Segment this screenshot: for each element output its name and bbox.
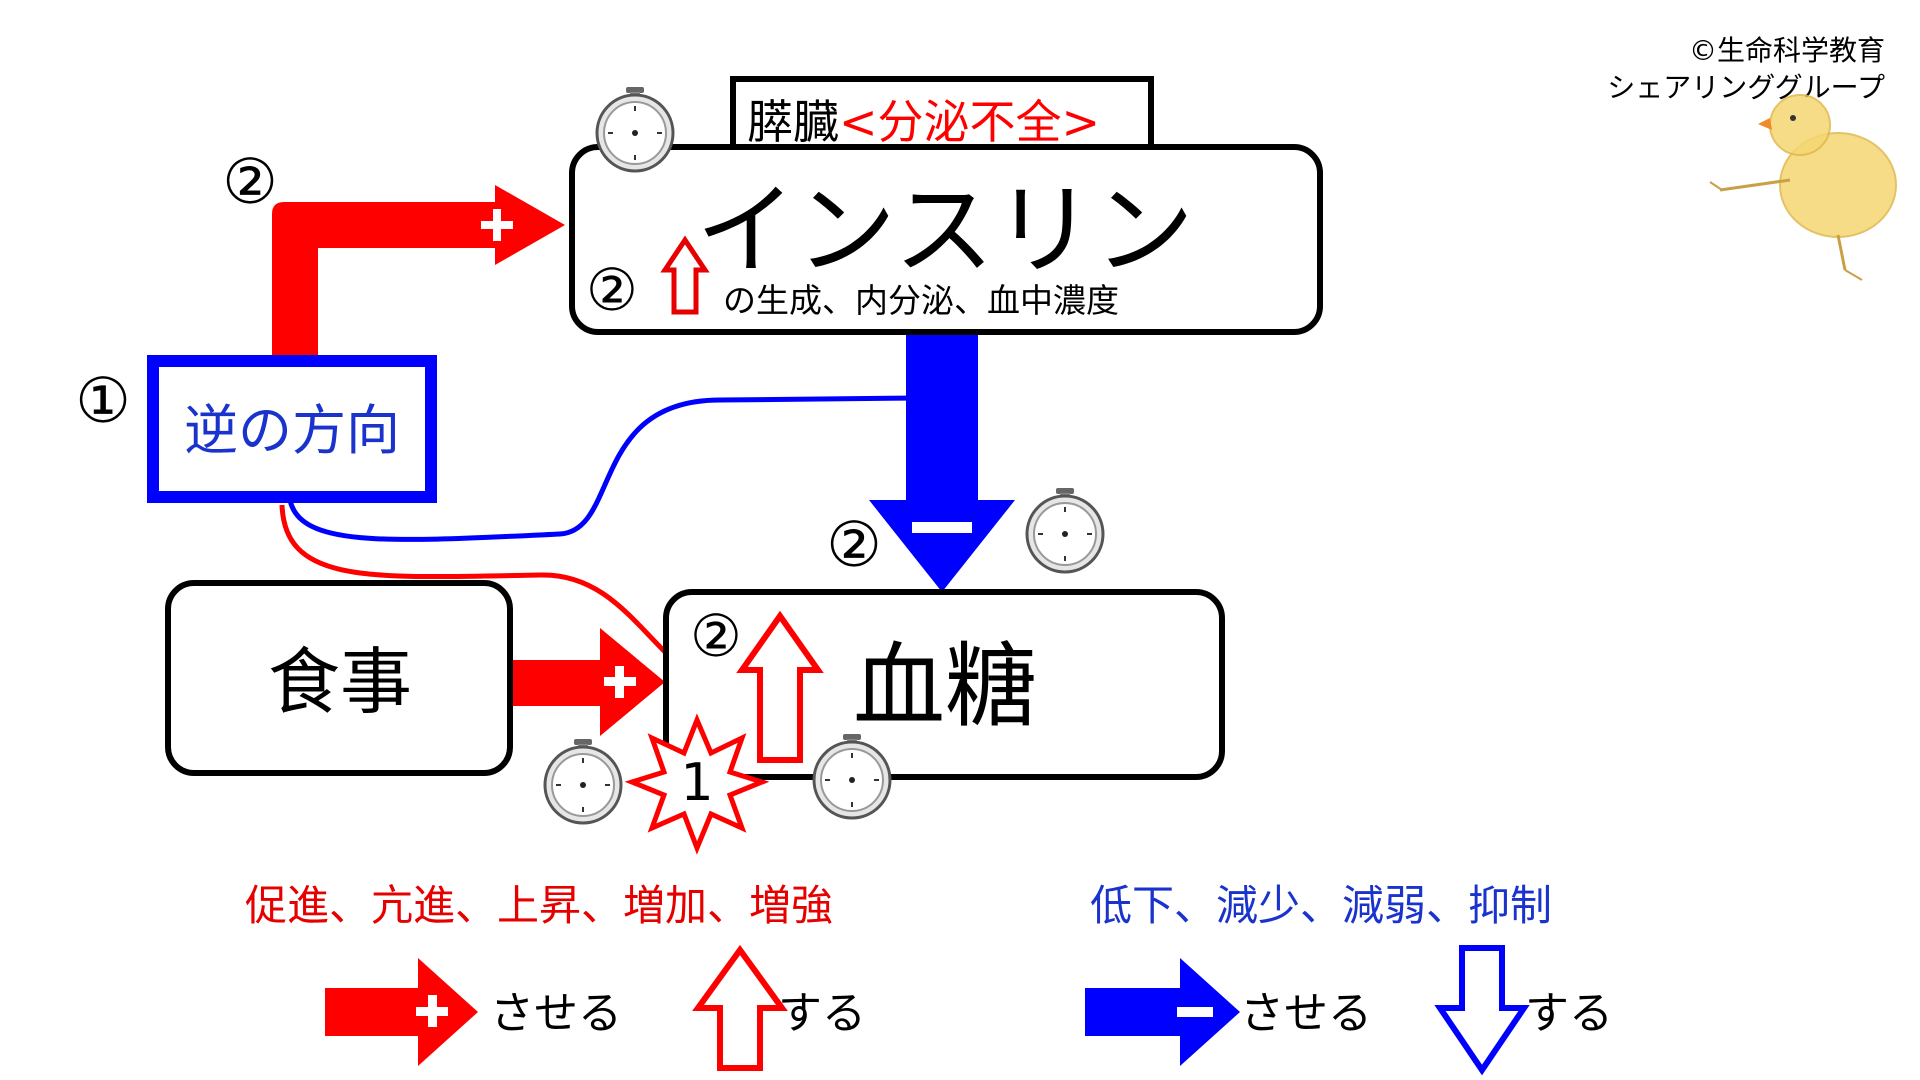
legend-red-up-label: する (778, 988, 866, 1039)
reverse-direction-label: 逆の方向 (184, 399, 400, 462)
chick-illustration (1709, 94, 1897, 281)
reverse-direction-marker: ① (75, 364, 131, 437)
burst-icon (624, 713, 770, 855)
legend-red-terms: 促進、亢進、上昇、増加、増強 (245, 881, 833, 930)
insulin-marker: ② (586, 256, 638, 324)
legend-red-plus-arrow (325, 958, 478, 1066)
insulin-title: インスリン (696, 172, 1194, 289)
legend-red-plus-label: させる (490, 988, 622, 1039)
legend-blue-down-arrow (1434, 945, 1530, 1076)
blood-sugar-label: 血糖 (853, 633, 1037, 740)
blood-sugar-box (663, 589, 1225, 780)
reverse-direction-box (147, 355, 437, 503)
blood-sugar-marker: ② (690, 602, 742, 670)
legend-blue-terms: 低下、減少、減弱、抑制 (1090, 881, 1552, 930)
svg-text:膵臓<分泌不全>: 膵臓<分泌不全> (747, 95, 1100, 149)
stopwatch-icon (543, 737, 623, 825)
pancreas-condition: <分泌不全> (839, 95, 1100, 149)
legend-red-up-arrow (692, 944, 788, 1071)
red-plus-arrow-to-insulin (272, 185, 565, 358)
blue-connector-curve (287, 395, 921, 542)
legend-blue-minus-label: させる (1240, 988, 1372, 1039)
stopwatch-icon (595, 85, 675, 173)
marker-top-left: ② (222, 145, 278, 218)
meal-box (165, 580, 513, 776)
legend-blue-down-label: する (1525, 988, 1613, 1039)
marker-minus-arrow: ② (826, 508, 882, 581)
copyright-line1: ©生命科学教育 (1689, 34, 1885, 67)
red-plus-arrow-to-blood-sugar (513, 628, 665, 736)
burst-number: 1 (680, 753, 713, 813)
blue-minus-arrow-down (869, 335, 1015, 592)
insulin-box (569, 144, 1323, 335)
pancreas-organ: 膵臓 (747, 95, 839, 149)
blood-sugar-up-arrow-icon (736, 610, 824, 763)
insulin-subtitle: の生成、内分泌、血中濃度 (723, 281, 1119, 320)
stopwatch-icon (1025, 486, 1105, 574)
insulin-up-arrow-icon (660, 235, 710, 315)
legend-blue-minus-arrow (1085, 958, 1240, 1066)
meal-label: 食事 (268, 640, 412, 724)
copyright-line2: シェアリンググループ (1607, 71, 1885, 104)
